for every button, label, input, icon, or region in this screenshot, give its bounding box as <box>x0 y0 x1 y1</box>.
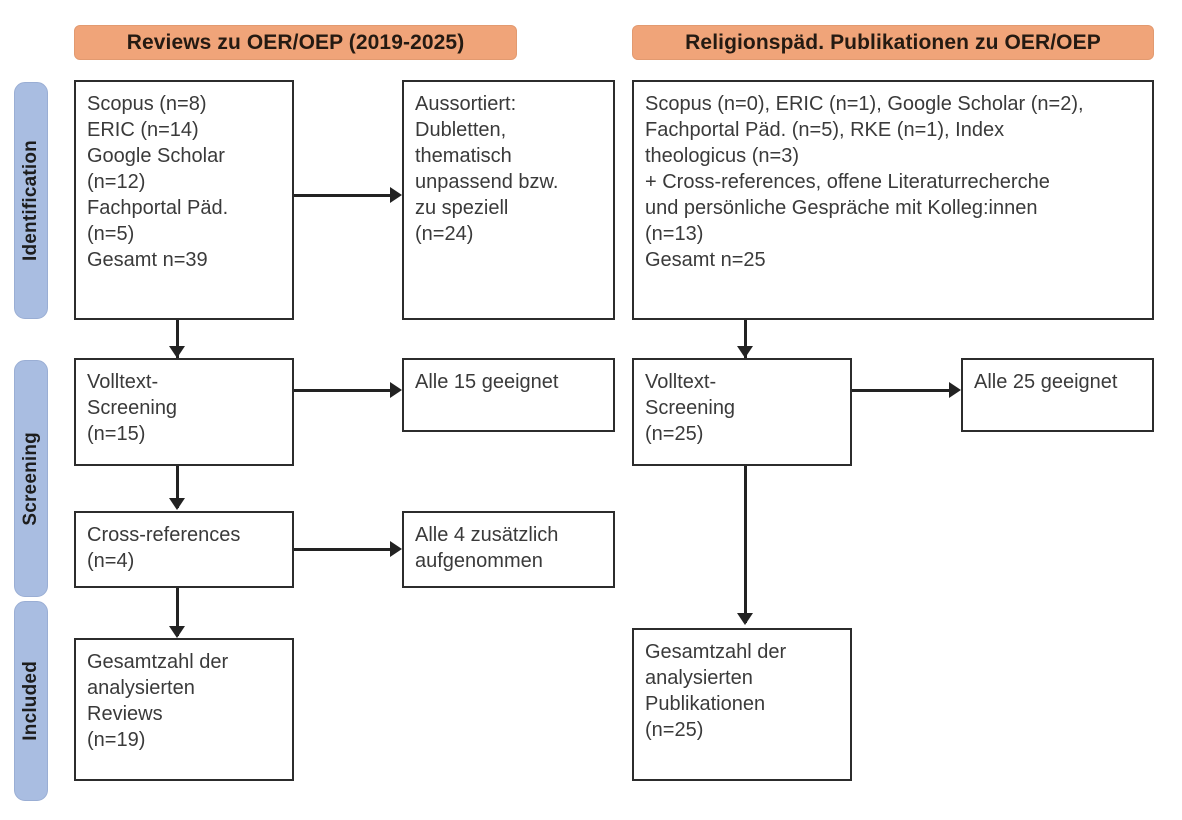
arrow-left-crossref-to-included <box>169 626 185 638</box>
arrow-right-screening-to-included <box>737 613 753 625</box>
connector-left-ident-to-excluded <box>294 194 390 197</box>
text-line: Screening <box>645 397 736 419</box>
node-left-identification: Scopus (n=8) ERIC (n=14) Google Scholar … <box>74 80 294 320</box>
text-line: (n=15) <box>87 423 146 445</box>
text-line: Volltext- <box>87 371 159 393</box>
stage-pill-screening: Screening <box>14 360 48 597</box>
node-left-screening-result: Alle 15 geeignet <box>402 358 615 432</box>
text-line: analysierten <box>87 677 195 699</box>
text-line: Alle 15 geeignet <box>415 371 559 393</box>
connector-left-crossref-to-included <box>176 588 179 636</box>
text-line: theologicus (n=3) <box>645 145 799 167</box>
connector-right-screening-to-included <box>744 466 747 623</box>
arrow-right-ident-to-screening <box>737 346 753 358</box>
text-line: Scopus (n=8) <box>87 93 207 115</box>
text-line: Screening <box>87 397 178 419</box>
text-line: Alle 25 geeignet <box>974 371 1118 393</box>
text-line: Gesamt n=25 <box>645 249 766 271</box>
text-line: analysierten <box>645 667 753 689</box>
text-line: (n=4) <box>87 550 135 572</box>
text-line: Dubletten, <box>415 119 507 141</box>
text-line: (n=19) <box>87 729 146 751</box>
node-left-crossref: Cross-references (n=4) <box>74 511 294 588</box>
text-line: (n=13) <box>645 223 704 245</box>
text-line: (n=24) <box>415 223 474 245</box>
text-line: Fachportal Päd. <box>87 197 229 219</box>
column-header-reviews-label: Reviews zu OER/OEP (2019-2025) <box>126 30 465 54</box>
arrow-left-screening-to-result <box>390 382 402 398</box>
stage-pill-identification: Identification <box>14 82 48 319</box>
text-line: (n=12) <box>87 171 146 193</box>
text-line: Alle 4 zusätzlich <box>415 524 559 546</box>
connector-left-crossref-to-result <box>294 548 390 551</box>
text-line: Aussortiert: <box>415 93 517 115</box>
column-header-publications-label: Religionspäd. Publikationen zu OER/OEP <box>685 30 1101 54</box>
text-line: aufgenommen <box>415 550 543 572</box>
text-line: Gesamtzahl der <box>87 651 229 673</box>
node-left-screening: Volltext- Screening (n=15) <box>74 358 294 466</box>
stage-pill-included: Included <box>14 601 48 801</box>
node-left-excluded: Aussortiert: Dubletten, thematisch unpas… <box>402 80 615 320</box>
connector-right-screening-to-result <box>852 389 949 392</box>
text-line: zu speziell <box>415 197 509 219</box>
text-line: (n=5) <box>87 223 135 245</box>
text-line: (n=25) <box>645 719 704 741</box>
text-line: unpassend bzw. <box>415 171 559 193</box>
text-line: Reviews <box>87 703 163 725</box>
column-header-publications: Religionspäd. Publikationen zu OER/OEP <box>632 25 1154 60</box>
node-right-screening-result: Alle 25 geeignet <box>961 358 1154 432</box>
node-right-identification: Scopus (n=0), ERIC (n=1), Google Scholar… <box>632 80 1154 320</box>
text-line: Volltext- <box>645 371 717 393</box>
text-line: ERIC (n=14) <box>87 119 199 141</box>
arrow-left-screening-to-crossref <box>169 498 185 510</box>
text-line: Gesamt n=39 <box>87 249 208 271</box>
stage-label-identification: Identification <box>20 139 41 262</box>
stage-label-included: Included <box>20 661 41 741</box>
node-right-screening: Volltext- Screening (n=25) <box>632 358 852 466</box>
arrow-left-ident-to-screening <box>169 346 185 358</box>
connector-left-ident-to-screening <box>176 320 179 358</box>
text-line: Scopus (n=0), ERIC (n=1), Google Scholar… <box>645 93 1084 115</box>
connector-right-ident-to-screening <box>744 320 747 358</box>
stage-label-screening: Screening <box>20 431 41 526</box>
text-line: + Cross-references, offene Literaturrech… <box>645 171 1050 193</box>
node-left-included: Gesamtzahl der analysierten Reviews (n=1… <box>74 638 294 781</box>
node-right-included: Gesamtzahl der analysierten Publikatione… <box>632 628 852 781</box>
text-line: thematisch <box>415 145 512 167</box>
text-line: und persönliche Gespräche mit Kolleg:inn… <box>645 197 1038 219</box>
connector-left-screening-to-crossref <box>176 466 179 508</box>
arrow-left-ident-to-excluded <box>390 187 402 203</box>
text-line: Gesamtzahl der <box>645 641 787 663</box>
text-line: Google Scholar <box>87 145 225 167</box>
arrow-left-crossref-to-result <box>390 541 402 557</box>
text-line: Cross-references <box>87 524 241 546</box>
connector-left-screening-to-result <box>294 389 390 392</box>
text-line: Fachportal Päd. (n=5), RKE (n=1), Index <box>645 119 1005 141</box>
column-header-reviews: Reviews zu OER/OEP (2019-2025) <box>74 25 517 60</box>
node-left-crossref-result: Alle 4 zusätzlich aufgenommen <box>402 511 615 588</box>
text-line: Publikationen <box>645 693 766 715</box>
arrow-right-screening-to-result <box>949 382 961 398</box>
text-line: (n=25) <box>645 423 704 445</box>
